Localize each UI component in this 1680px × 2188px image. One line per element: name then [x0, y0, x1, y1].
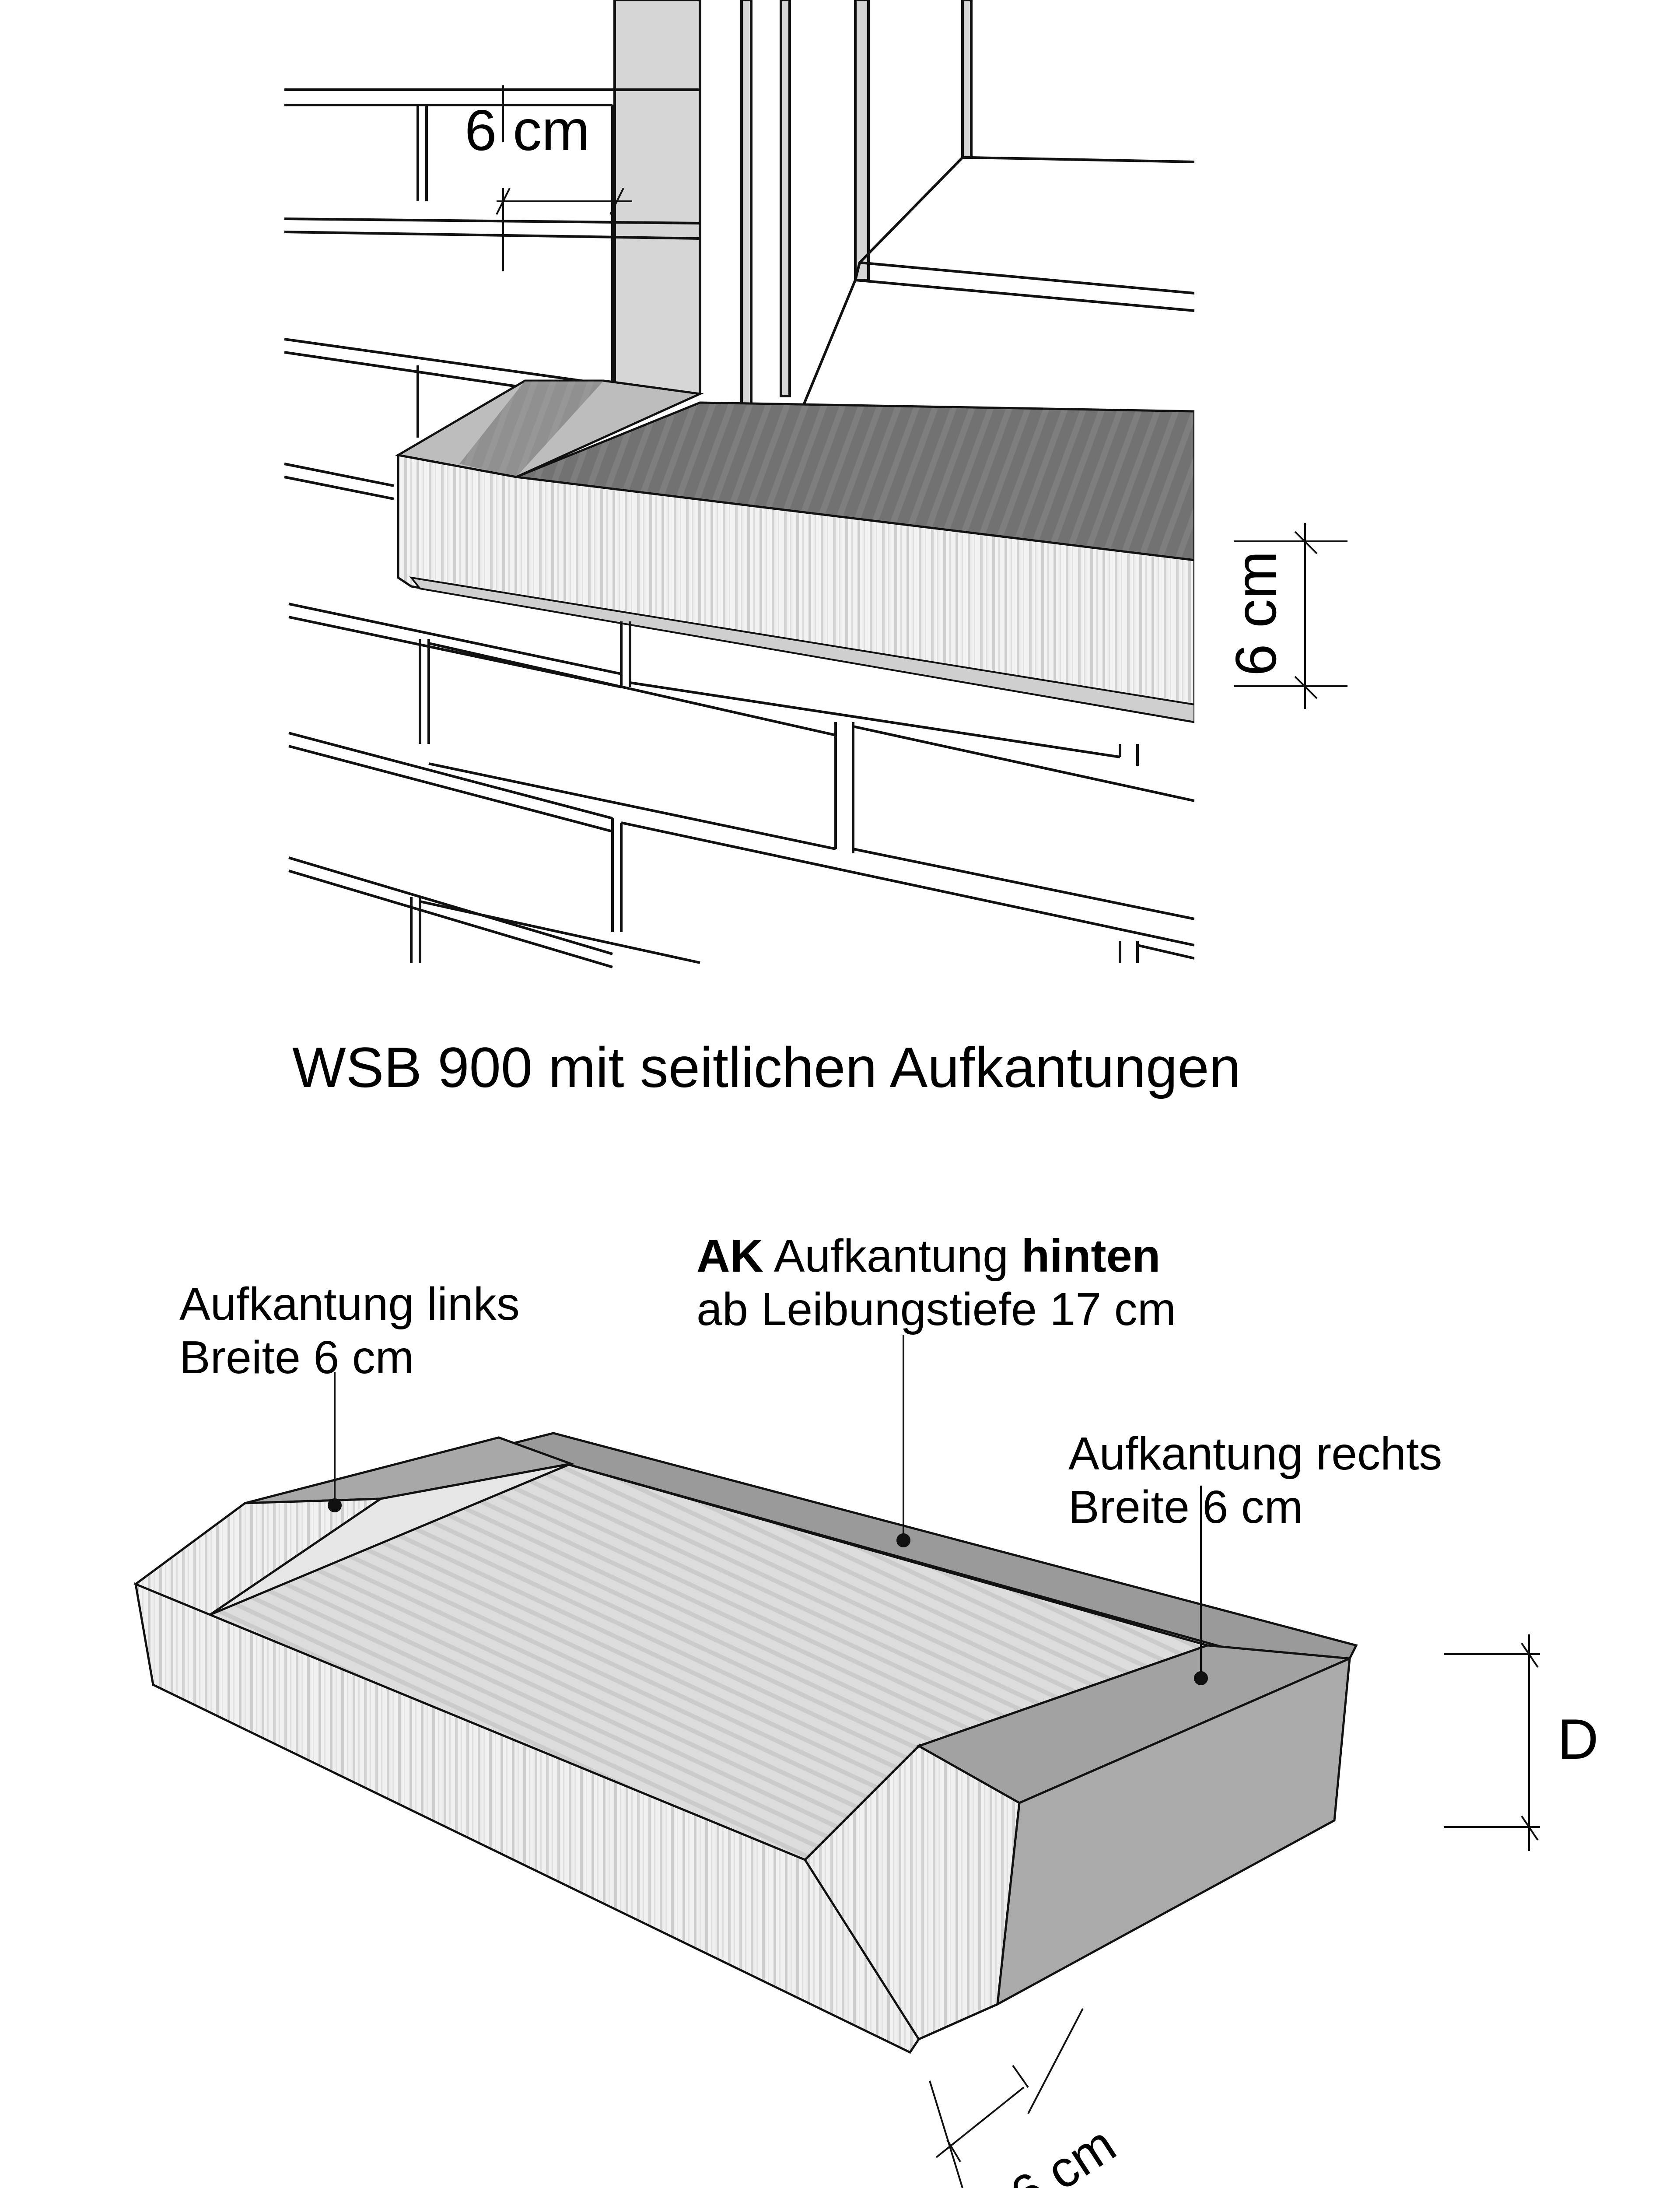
label-upstand-left-line1: Aufkantung links — [179, 1278, 520, 1330]
bottom-dim-depth-label: D — [1558, 1707, 1599, 1771]
top-dim-width-label: 6 cm — [465, 98, 590, 162]
bottom-dim-width — [929, 2008, 1084, 2188]
leader-lines — [328, 1335, 1208, 1685]
label-upstand-back-middle: Aufkantung — [763, 1230, 1022, 1282]
brick-wall-upper — [284, 88, 700, 500]
bottom-dim-depth — [1444, 1634, 1540, 1851]
right-upstand-side — [996, 1657, 1351, 2006]
window-reveal — [613, 0, 1195, 434]
label-upstand-right-line1: Aufkantung rechts — [1068, 1428, 1442, 1480]
label-upstand-right: Aufkantung rechts Breite 6 cm — [1068, 1427, 1442, 1534]
label-upstand-back: AK Aufkantung hinten ab Leibungstiefe 17… — [696, 1230, 1176, 1336]
top-dim-width — [496, 85, 632, 271]
label-upstand-right-line2: Breite 6 cm — [1068, 1481, 1303, 1533]
top-dim-height — [1234, 523, 1348, 709]
label-upstand-back-line2: ab Leibungstiefe 17 cm — [696, 1283, 1176, 1335]
top-figure-drawing — [284, 0, 1680, 985]
label-upstand-back-line1: AK Aufkantung hinten — [696, 1230, 1176, 1283]
label-upstand-back-prefix: AK — [696, 1230, 764, 1282]
label-upstand-back-suffix: hinten — [1021, 1230, 1161, 1282]
figure-caption: WSB 900 mit seitlichen Aufkantungen — [292, 1035, 1241, 1099]
label-upstand-left: Aufkantung links Breite 6 cm — [179, 1278, 520, 1385]
brick-wall-lower — [288, 603, 1195, 968]
label-upstand-left-line2: Breite 6 cm — [179, 1331, 414, 1383]
